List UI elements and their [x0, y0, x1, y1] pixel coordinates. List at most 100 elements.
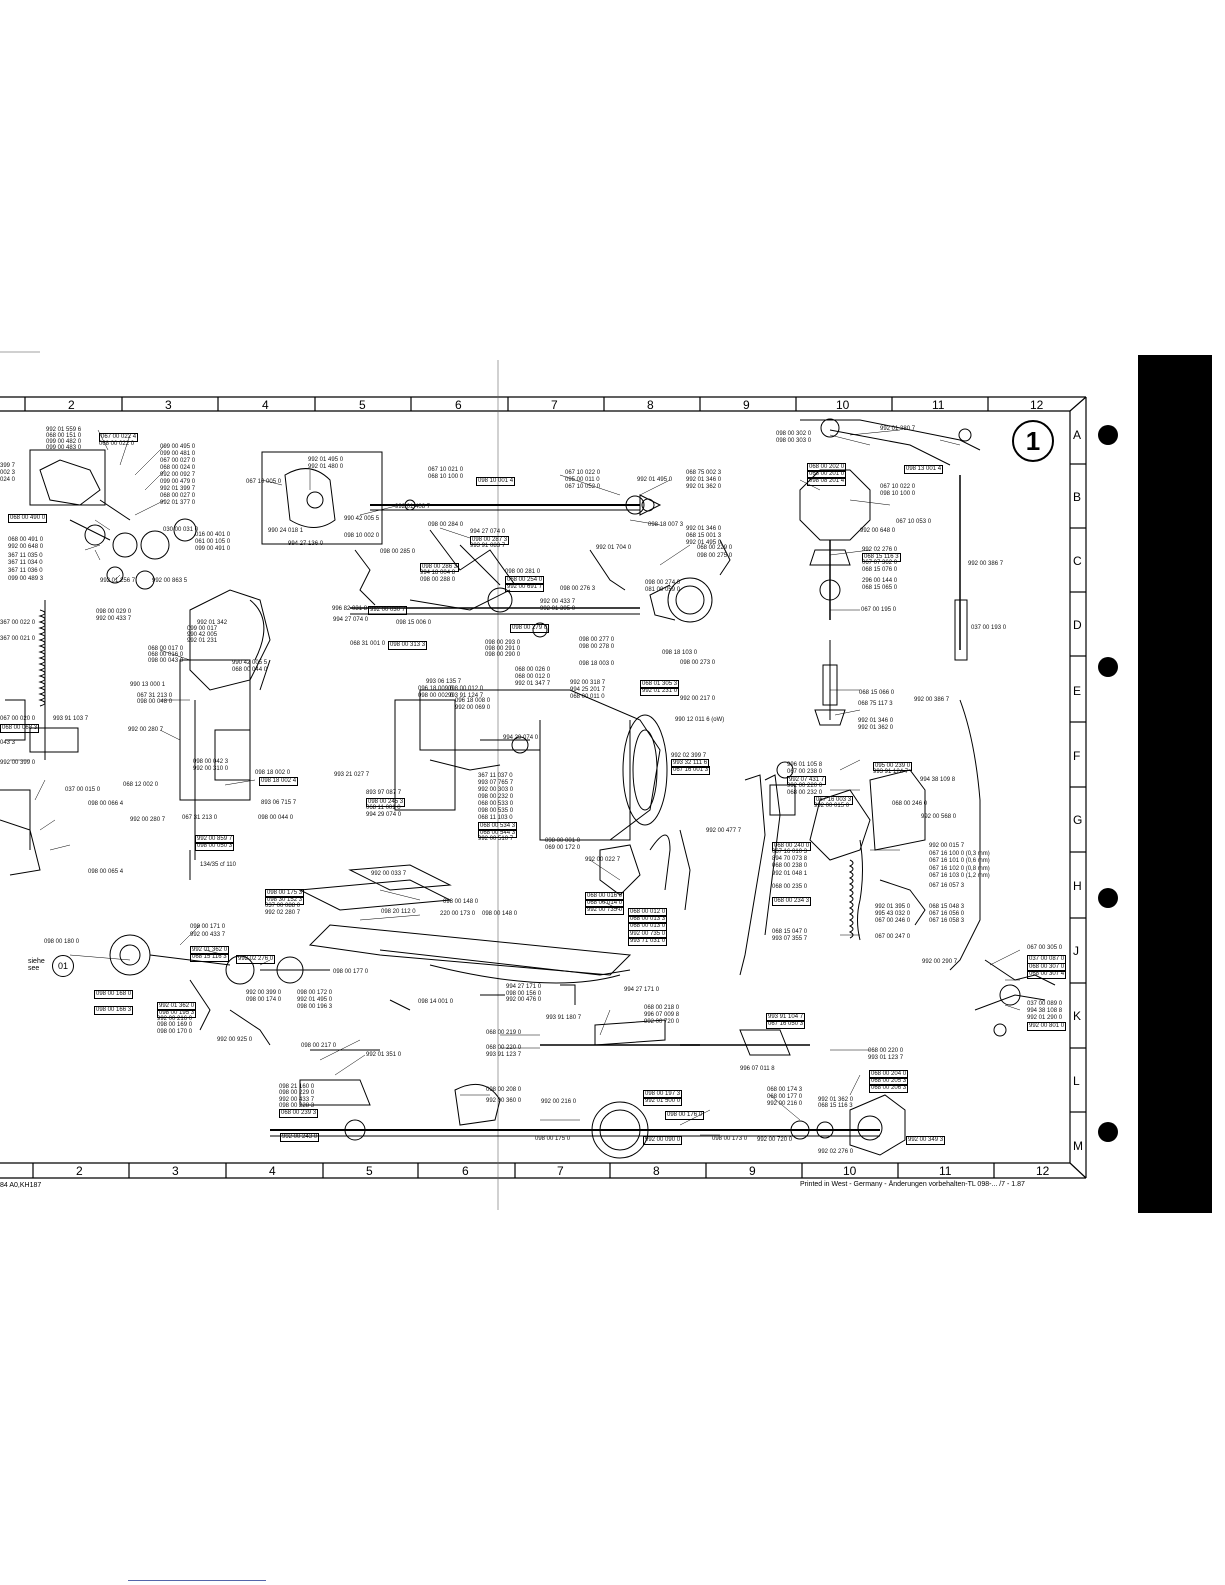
part-number-label: 068 11 103 0: [478, 815, 513, 821]
part-number-label: 068 00 177 0: [767, 1094, 803, 1100]
part-number-label: 367 00 021 0: [0, 636, 36, 642]
part-number-label: 068 00 201 0: [807, 470, 847, 479]
part-number-label: 992 00 220 0: [787, 783, 823, 789]
part-number-label: 993 91 123 7: [486, 1052, 522, 1058]
column-number: 4: [269, 1164, 276, 1178]
part-number-label: 067 31 213 0: [137, 693, 173, 699]
column-number: 5: [366, 1164, 373, 1178]
part-number-label: 098 00 166 3: [94, 1006, 134, 1015]
part-number-label: 098 00 175 0: [535, 1136, 571, 1142]
part-number-label: 098 00 044 0: [258, 815, 294, 821]
part-number-label: 098 00 048 0: [137, 699, 173, 705]
part-number-label: 067 31 213 0: [182, 815, 218, 821]
part-number-label: 098 00 148 0: [482, 911, 518, 917]
part-number-label: 098 00 176 0: [665, 1111, 705, 1120]
part-number-label: 098 00 001 0: [545, 838, 581, 844]
part-number-label: 992 00 243 0: [280, 1133, 320, 1142]
part-number-label: 992 01 399 7: [160, 486, 196, 492]
part-number-label: 095 00 239 0: [873, 762, 913, 771]
part-number-label: 993 01 123 7: [868, 1055, 904, 1061]
part-number-label: 992 01 362 0: [686, 484, 722, 490]
row-letter: M: [1073, 1139, 1083, 1153]
part-number-label: 296 00 144 0: [862, 578, 898, 584]
part-number-label: 098 00 285 0: [380, 549, 416, 555]
part-number-label: 068 00 254 0: [505, 576, 545, 585]
bottom-rule: [128, 1580, 266, 1581]
part-number-label: 098 00 535 0: [478, 808, 514, 814]
part-number-label: 068 00 017 0: [148, 646, 184, 652]
part-number-label: 992 02 276 0: [236, 955, 276, 964]
part-number-label: 067 00 305 0: [1027, 945, 1063, 951]
part-number-label: 992 00 033 7: [371, 871, 407, 877]
part-number-label: 098 00 275 0: [697, 553, 733, 559]
part-number-label: 098 00 043 0: [148, 658, 184, 664]
part-number-label: 068 01 305 3: [640, 680, 680, 689]
part-number-label: 067 16 003 3: [814, 796, 854, 805]
part-number-label: 068 00 218 0: [644, 1005, 680, 1011]
part-number-label: 068 00 307 0: [1027, 963, 1067, 972]
part-number-label: 098 00 174 0: [246, 997, 282, 1003]
part-number-label: 068 00 219 0: [486, 1030, 522, 1036]
binding-bar: [1138, 355, 1212, 1213]
part-number-label: 992 00 859 7: [195, 835, 235, 844]
part-number-label: 992 00 735 0: [628, 930, 668, 939]
row-letter: G: [1073, 813, 1083, 827]
part-number-label: 067 00 020 0: [0, 716, 36, 722]
part-number-label: 067 00 246 0: [875, 918, 911, 924]
footer-printed: Printed in West - Germany - Änderungen v…: [800, 1181, 1025, 1188]
row-letter: D: [1073, 618, 1082, 632]
column-number: 9: [749, 1164, 756, 1178]
part-number-label: 992 00 015 7: [929, 843, 965, 849]
part-number-label: 992 00 217 0: [680, 696, 716, 702]
part-number-label: 992 00 801 0: [1027, 1022, 1067, 1031]
part-number-label: 367 00 022 0: [0, 620, 36, 626]
part-number-label: 098 13 001 4: [904, 465, 944, 474]
part-number-label: 037 00 193 0: [971, 625, 1007, 631]
part-number-label: 994 27 074 0: [470, 529, 506, 535]
part-number-label: 098 00 195 3: [157, 1009, 197, 1018]
column-number: 9: [743, 398, 750, 412]
part-number-label: 367 11 036 0: [8, 568, 43, 574]
part-number-label: 068 11 001 0: [366, 805, 401, 811]
part-number-label: 990 42 005 5: [232, 660, 268, 666]
part-number-label: 098 18 007 3: [648, 522, 684, 528]
column-number: 3: [172, 1164, 179, 1178]
part-number-label: 098 00 228 3: [279, 1103, 315, 1109]
part-number-label: 992 00 349 3: [906, 1136, 946, 1145]
part-number-label: 994 38 108 8: [1027, 1008, 1063, 1014]
part-number-label: 992 01 395 0: [540, 606, 576, 612]
part-number-label: 992 00 433 7: [96, 616, 132, 622]
part-number-label: 098 00 279 0: [510, 624, 550, 633]
part-number-label: 993 71 031 0: [628, 937, 668, 946]
part-number-label: 098 00 180 0: [44, 939, 80, 945]
part-number-label: 992 00 069 0: [455, 705, 491, 711]
column-number: 12: [1030, 398, 1044, 412]
part-number-label: 069 00 172 0: [545, 845, 581, 851]
column-number: 8: [653, 1164, 660, 1178]
column-number: 2: [76, 1164, 83, 1178]
part-number-label: 992 00 386 7: [968, 561, 1004, 567]
part-number-label: 098 30 152 3: [265, 896, 305, 905]
part-number-label: 068 00 013 3: [628, 915, 668, 924]
part-number-label: 098 00 173 0: [712, 1136, 748, 1142]
part-number-label: 992 00 648 0: [8, 544, 44, 550]
part-number-label: 992 00 863 5: [152, 578, 188, 584]
see-text-en: see: [28, 965, 40, 972]
part-number-label: 367 11 037 0: [478, 773, 513, 779]
part-number-label: 993 07 765 7: [478, 780, 514, 786]
part-number-label: 096 18 008 0: [455, 698, 491, 704]
part-number-label: 992 01 500 0: [643, 1097, 683, 1106]
part-number-label: 098 00 050 3: [195, 842, 235, 851]
part-number-label: 894 70 073 8: [772, 856, 808, 862]
part-number-label: 992 01 342: [197, 620, 228, 626]
part-number-label: 068 00 027 0: [160, 493, 196, 499]
column-number: 10: [836, 398, 850, 412]
column-number: 2: [68, 398, 75, 412]
part-number-label: 098 00 042 3: [193, 759, 229, 765]
part-number-label: 030 00 031 0: [163, 527, 199, 533]
part-number-label: 067 00 247 0: [875, 934, 911, 940]
part-number-label: 024 0: [0, 477, 16, 483]
part-number-label: 067 16 102 0 (0,8 mm): [929, 866, 990, 872]
part-number-label: 068 00 202 0: [807, 463, 847, 472]
part-number-label: 068 00 240 0: [772, 842, 812, 851]
